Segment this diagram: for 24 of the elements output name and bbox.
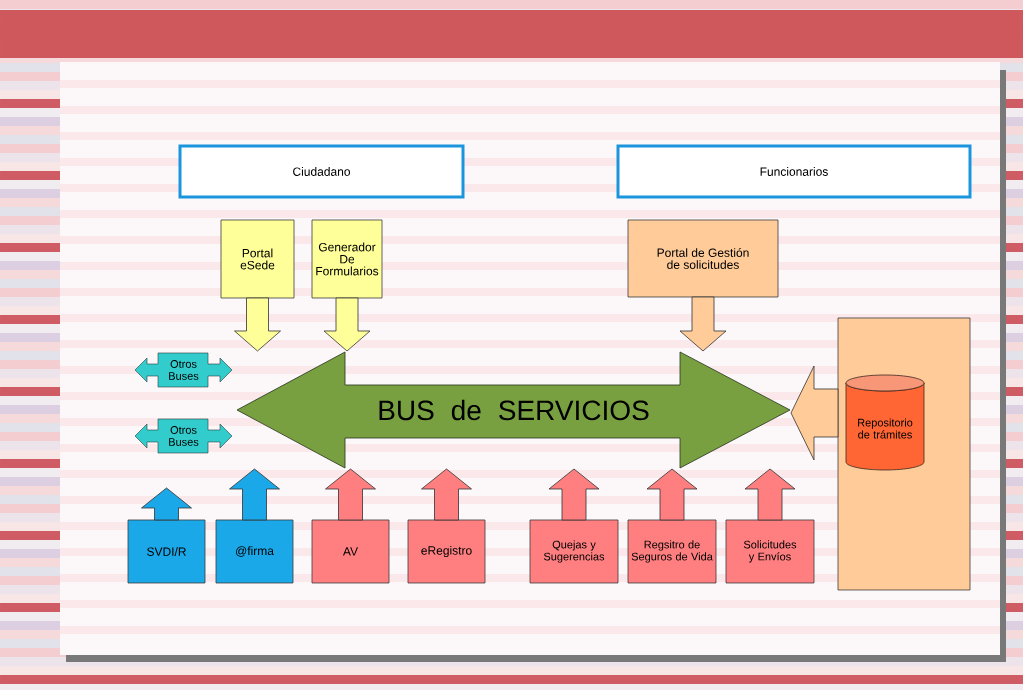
callout-box: eRegistro [407,519,486,584]
callout-box: @firma [215,519,294,584]
database-cylinder: Repositorio de trámites [845,374,925,471]
callout-box: Generador De Formularios [311,219,383,299]
block-arrow [646,468,698,521]
callout-box: Solicitudes y Envíos [725,519,815,584]
callout-box: Portal de Gestión de solicitudes [627,219,779,298]
callout-box: Quejas y Sugerencias [529,519,619,584]
group-box: Ciudadano [178,144,465,199]
group-box: Funcionarios [616,144,972,199]
block-arrow [679,296,727,352]
block-arrow [790,365,839,461]
block-arrow [141,487,192,521]
block-arrow [325,468,376,521]
block-arrow [229,468,280,521]
block-arrow [421,468,472,521]
callout-box: AV [311,519,390,584]
block-arrow [323,297,371,352]
callout-box: Portal eSede [220,219,295,299]
callout-box: SVDI/R [127,519,206,584]
callout-box: Regsitro de Seguros de Vida [627,519,717,584]
block-arrow [234,297,281,352]
block-arrow [744,468,796,521]
block-arrow [548,468,600,521]
